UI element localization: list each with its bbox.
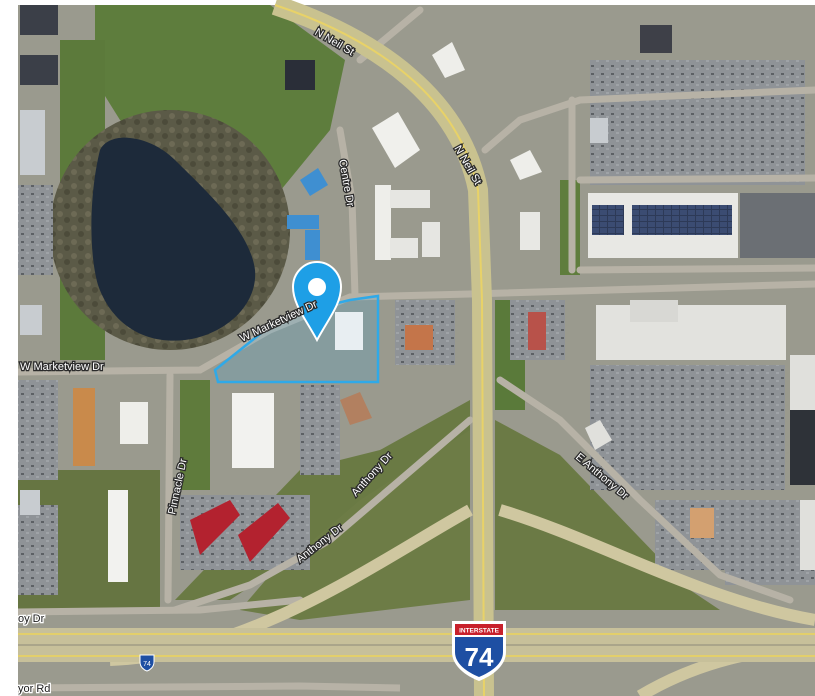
map-pin-icon[interactable] (291, 260, 343, 343)
buildings (20, 5, 815, 582)
shield-top-text: INTERSTATE (459, 628, 500, 635)
road-label-olympian-dr: oy Dr (18, 613, 45, 625)
local-streets (14, 6, 815, 616)
svg-text:74: 74 (143, 661, 151, 668)
parking-lots (18, 60, 815, 595)
road-label-w-marketview-dr: W Marketview Dr (20, 361, 104, 373)
road-label-bottom-left: yor Rd (18, 683, 50, 695)
interstate-74-shield-icon: INTERSTATE 74 (452, 621, 506, 681)
small-interstate-shield-icon: 74 (139, 654, 155, 672)
subject-building (335, 312, 363, 350)
retention-pond (91, 137, 256, 341)
shield-number: 74 (465, 642, 494, 672)
